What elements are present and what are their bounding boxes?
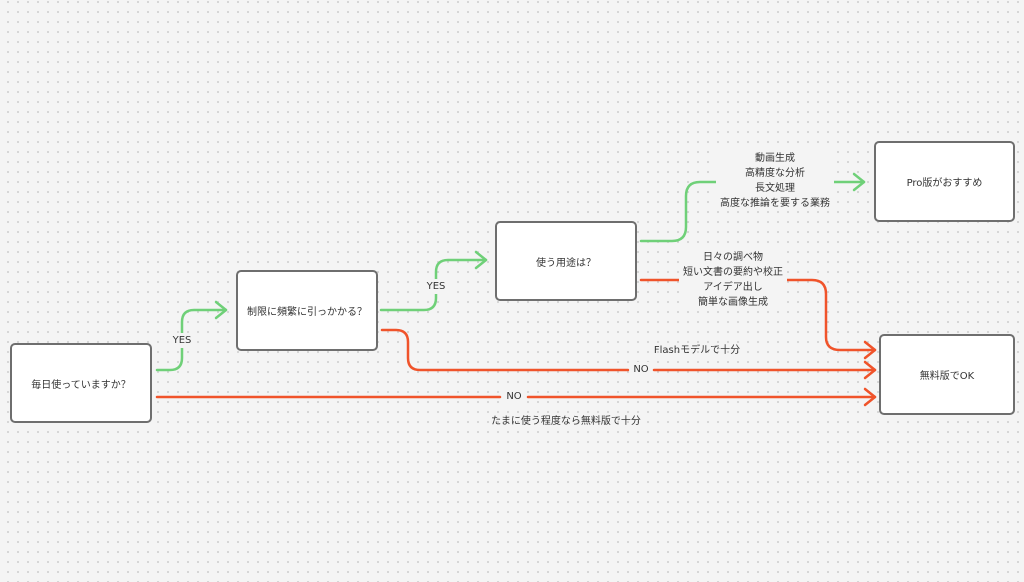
pro-use-case: 高精度な分析 bbox=[745, 168, 805, 179]
node-daily-use-text: 毎日使っていますか？ bbox=[31, 379, 131, 391]
node-purpose[interactable]: 使う用途は？ bbox=[495, 221, 637, 301]
node-free-ok[interactable]: 無料版でOK bbox=[879, 334, 1015, 415]
edge-purpose-pro bbox=[639, 180, 718, 243]
node-pro-recommended[interactable]: Pro版がおすすめ bbox=[874, 141, 1015, 222]
label-pro-use-cases: 動画生成 高精度な分析 長文処理 高度な推論を要する業務 bbox=[716, 151, 834, 211]
arrowhead-purpose-free bbox=[863, 340, 877, 360]
label-occasional-note: たまに使う程度なら無料版で十分 bbox=[491, 416, 641, 427]
node-limit-hit[interactable]: 制限に頻繁に引っかかる？ bbox=[236, 270, 378, 351]
free-use-case: 短い文書の要約や校正 bbox=[683, 267, 783, 278]
pro-use-case: 長文処理 bbox=[755, 183, 795, 194]
free-use-case: 簡単な画像生成 bbox=[698, 297, 768, 308]
label-flash-note: Flashモデルで十分 bbox=[653, 345, 741, 356]
arrowhead-limit-yes bbox=[474, 250, 488, 270]
node-daily-use[interactable]: 毎日使っていますか？ bbox=[10, 343, 152, 423]
arrowhead-purpose-pro bbox=[852, 172, 866, 192]
edge-purpose-free-tail bbox=[785, 278, 877, 352]
arrowhead-daily-no bbox=[863, 387, 877, 407]
node-purpose-text: 使う用途は？ bbox=[536, 257, 596, 269]
pro-use-case: 動画生成 bbox=[755, 153, 795, 164]
free-use-case: 日々の調べ物 bbox=[703, 252, 763, 263]
pro-use-case: 高度な推論を要する業務 bbox=[720, 198, 830, 209]
node-free-ok-text: 無料版でOK bbox=[919, 371, 975, 382]
arrowhead-limit-no bbox=[863, 360, 877, 380]
node-limit-hit-text: 制限に頻繁に引っかかる？ bbox=[247, 307, 367, 318]
edge-limit-no bbox=[380, 328, 630, 372]
free-use-case: アイデア出し bbox=[703, 282, 763, 293]
label-daily-no: NO bbox=[502, 389, 526, 404]
label-daily-yes: YES bbox=[168, 333, 196, 348]
label-limit-yes: YES bbox=[422, 279, 450, 294]
arrowhead-daily-yes bbox=[214, 300, 228, 320]
label-free-use-cases: 日々の調べ物 短い文書の要約や校正 アイデア出し 簡単な画像生成 bbox=[679, 250, 787, 310]
node-pro-recommended-text: Pro版がおすすめ bbox=[906, 178, 983, 189]
label-limit-no: NO bbox=[629, 362, 653, 377]
